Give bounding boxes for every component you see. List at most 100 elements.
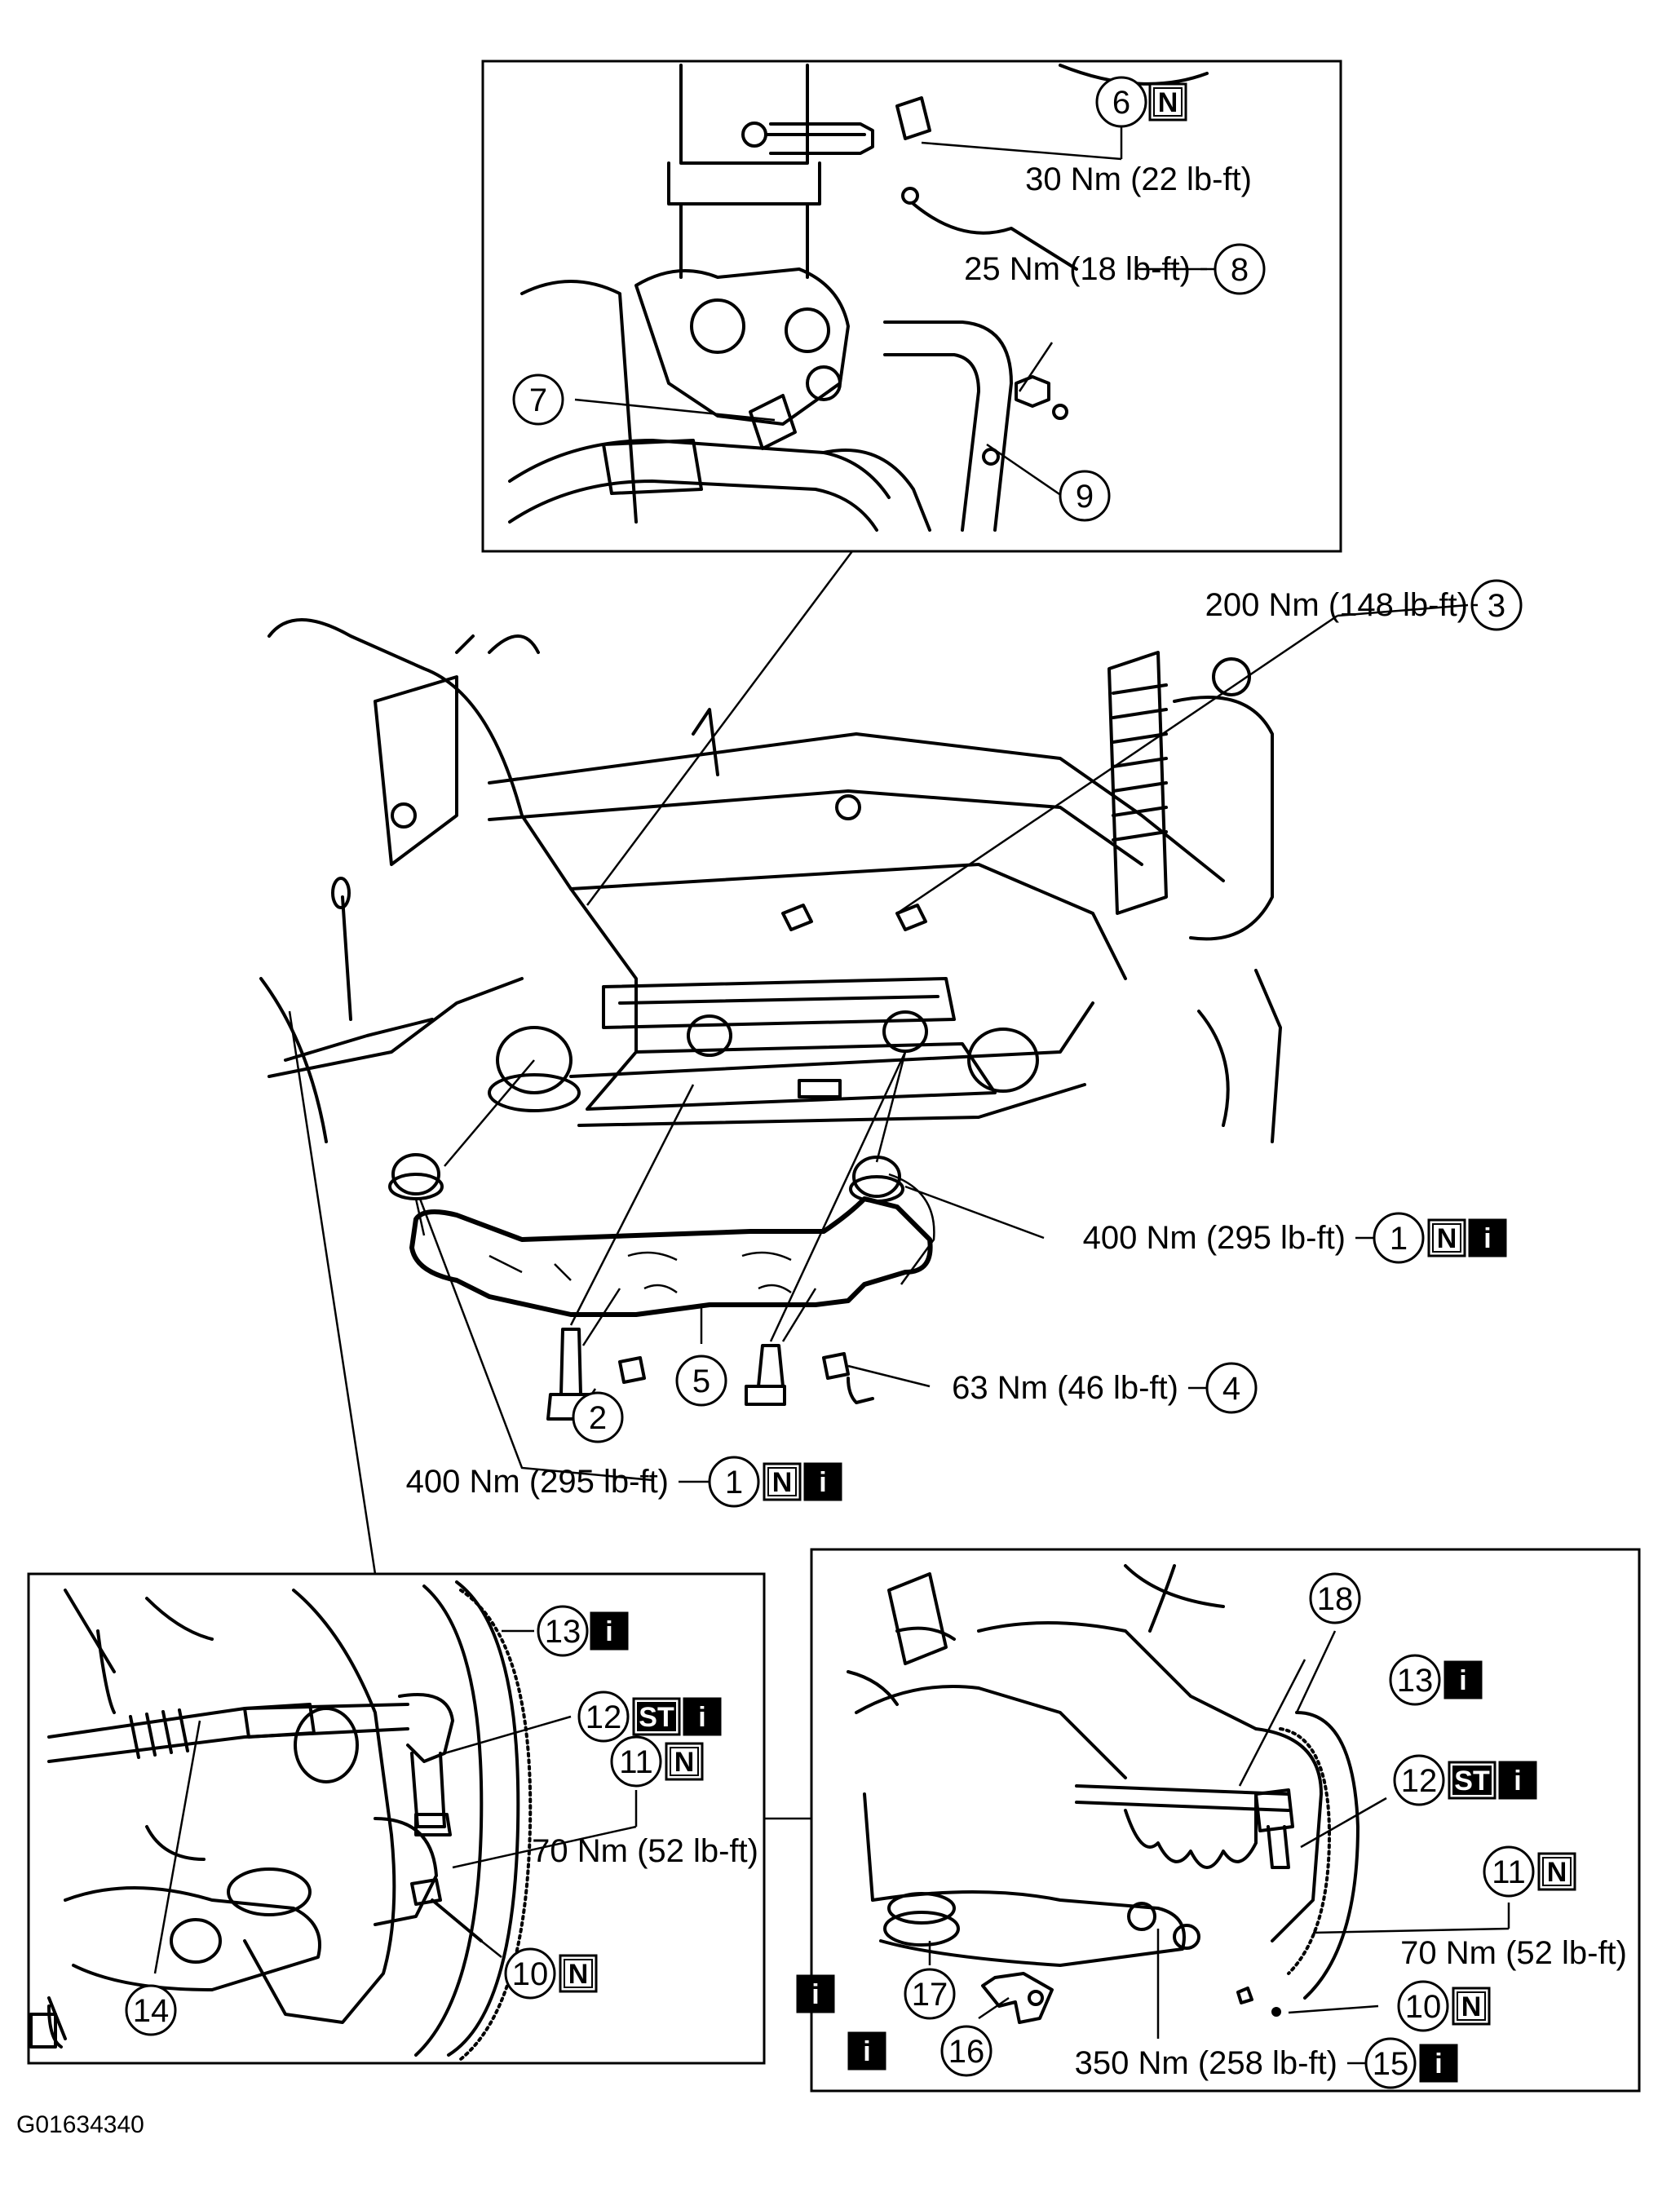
svg-text:ST: ST	[1454, 1766, 1490, 1797]
new-part-badge-icon: N	[1148, 82, 1187, 122]
torque-value: 200 Nm (148 lb-ft)	[1205, 587, 1468, 623]
callout-r13: 13 i	[1389, 1654, 1483, 1706]
svg-text:N: N	[1437, 1223, 1457, 1254]
svg-text:N: N	[674, 1747, 695, 1778]
callout-c5: 5	[675, 1355, 727, 1407]
callout-r17: 17 i	[796, 1968, 956, 2020]
callout-number: 3	[1488, 588, 1505, 624]
callout-r18: 18	[1309, 1572, 1361, 1624]
callout-number: 2	[589, 1400, 607, 1436]
svg-text:i: i	[863, 2036, 870, 2067]
special-tool-badge-icon: ST	[1448, 1761, 1497, 1800]
callout-circle	[675, 1355, 727, 1407]
info-badge-icon: i	[683, 1697, 722, 1736]
torque-value: 400 Nm (295 lb-ft)	[406, 1464, 669, 1500]
callout-circle	[577, 1691, 630, 1743]
svg-text:N: N	[1158, 87, 1178, 118]
svg-text:N: N	[772, 1467, 793, 1498]
callout-number: 5	[692, 1363, 710, 1399]
callout-number: 17	[912, 1977, 948, 2013]
torque-value: 63 Nm (46 lb-ft)	[952, 1370, 1178, 1406]
callout-number: 1	[725, 1465, 743, 1500]
callout-number: 6	[1112, 85, 1130, 121]
svg-text:i: i	[1483, 1223, 1491, 1254]
torque-value: 70 Nm (52 lb-ft)	[532, 1833, 758, 1869]
callout-l13: 13 i	[537, 1605, 629, 1657]
callout-circle	[1389, 1654, 1441, 1706]
callout-layer: 6 30 Nm (22 lb-ft) N 8 25 Nm (18 lb-ft) 7 9 3 20…	[125, 76, 1627, 2089]
info-badge-icon: i	[590, 1611, 629, 1651]
callout-circle	[1393, 1754, 1445, 1806]
svg-text:i: i	[811, 1979, 819, 2010]
callout-number: 10	[512, 1956, 549, 1992]
callout-circle	[512, 373, 564, 426]
callout-circle	[572, 1391, 624, 1443]
callout-number: 7	[529, 382, 547, 418]
info-badge-icon: i	[1443, 1660, 1483, 1699]
torque-value: 25 Nm (18 lb-ft)	[964, 251, 1191, 287]
callout-number: 8	[1231, 252, 1249, 288]
new-part-badge-icon: N	[1427, 1218, 1466, 1257]
callout-number: 11	[1492, 1854, 1526, 1890]
callout-c2: 2	[572, 1391, 624, 1443]
info-badge-icon: i	[847, 2031, 886, 2071]
callout-circle	[940, 2025, 993, 2077]
callout-number: 12	[1401, 1763, 1438, 1799]
callout-circle	[1095, 76, 1147, 128]
callout-circle	[125, 1984, 177, 2036]
info-badge-icon: i	[1468, 1218, 1507, 1257]
callout-number: 11	[619, 1744, 653, 1780]
svg-text:i: i	[605, 1616, 612, 1647]
callout-circle	[1397, 1980, 1449, 2032]
new-part-badge-icon: N	[1452, 1987, 1491, 2026]
callout-number: 4	[1222, 1371, 1240, 1407]
info-badge-icon: i	[1419, 2044, 1458, 2083]
svg-text:N: N	[568, 1959, 589, 1990]
callout-circle	[610, 1735, 662, 1788]
callout-circle	[1483, 1845, 1535, 1898]
svg-text:i: i	[698, 1702, 705, 1733]
callout-c4: 4 63 Nm (46 lb-ft)	[952, 1362, 1258, 1414]
top-detail-panel	[481, 60, 1342, 553]
callout-circle	[504, 1947, 556, 2000]
callout-number: 12	[586, 1699, 622, 1735]
callout-l11: 11 70 Nm (52 lb-ft) N	[532, 1735, 758, 1869]
callout-number: 18	[1317, 1581, 1354, 1617]
callout-number: 10	[1405, 1989, 1442, 2025]
callout-l14: 14	[125, 1984, 177, 2036]
svg-text:N: N	[1461, 1991, 1482, 2022]
special-tool-badge-icon: ST	[632, 1697, 681, 1736]
callout-number: 14	[133, 1993, 170, 2029]
torque-value: 30 Nm (22 lb-ft)	[1025, 161, 1252, 197]
callout-number: 13	[545, 1614, 581, 1650]
callout-number: 9	[1076, 479, 1094, 515]
info-badge-icon: i	[803, 1462, 842, 1501]
callout-number: 1	[1390, 1221, 1408, 1257]
bottom-left-detail-panel	[27, 1572, 811, 2065]
svg-text:i: i	[1435, 2049, 1442, 2079]
callout-circle	[1309, 1572, 1361, 1624]
callout-c9: 9	[1059, 470, 1111, 522]
info-badge-icon: i	[1498, 1761, 1537, 1800]
callout-c7: 7	[512, 373, 564, 426]
callout-r12: 12 ST i	[1393, 1754, 1537, 1806]
svg-text:ST: ST	[639, 1702, 674, 1733]
new-part-badge-icon: N	[763, 1462, 802, 1501]
svg-text:i: i	[1459, 1665, 1466, 1696]
callout-l12: 12 ST i	[577, 1691, 722, 1743]
svg-text:i: i	[1514, 1766, 1521, 1797]
figure-id: G01634340	[16, 2111, 144, 2138]
callout-r10: 10 N	[1397, 1980, 1491, 2032]
callout-l10: 10 N	[504, 1947, 598, 2000]
crossmember-assembly-drawing	[259, 550, 1469, 1575]
callout-c6: 6 30 Nm (22 lb-ft) N	[1025, 76, 1252, 197]
new-part-badge-icon: N	[665, 1742, 704, 1781]
svg-text:i: i	[819, 1467, 826, 1498]
callout-circle	[537, 1605, 589, 1657]
callout-number: 13	[1397, 1663, 1434, 1699]
callout-r16: 16i	[847, 2025, 993, 2077]
callout-c8: 8 25 Nm (18 lb-ft)	[964, 243, 1266, 295]
